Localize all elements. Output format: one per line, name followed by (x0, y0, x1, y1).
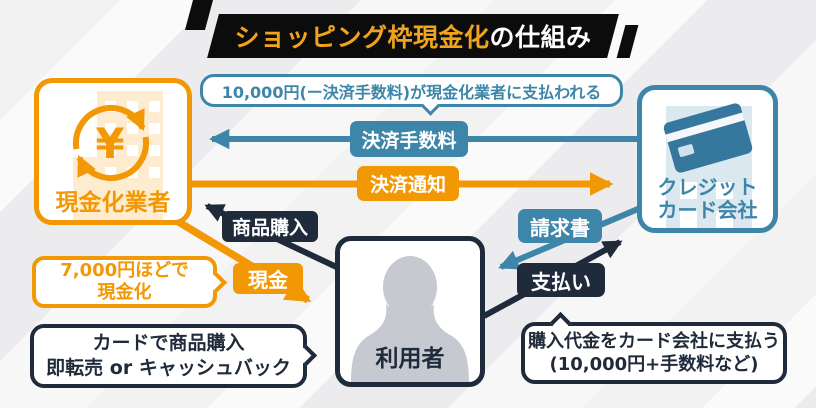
page-title: ショッピング枠現金化の仕組み (213, 14, 613, 58)
cash-out-callout: 7,000円ほどで 現金化 (32, 256, 228, 308)
cash-business-label: 現金化業者 (55, 190, 171, 216)
product-purchase-chip: 商品購入 (222, 211, 318, 242)
page-title-highlight: ショッピング枠現金化 (234, 23, 490, 52)
cash-chip: 現金 (233, 263, 303, 294)
node-user: 利用者 (335, 236, 485, 387)
invoice-chip: 請求書 (518, 209, 602, 243)
card-company-label: クレジット カード会社 (657, 175, 758, 222)
yen-cycle-building-icon: ¥ (73, 91, 163, 220)
node-card-company: クレジット カード会社 (637, 85, 778, 233)
page-title-rest: の仕組み (489, 23, 592, 52)
yen-symbol: ¥ (95, 119, 124, 168)
top-callout: 10,000円(ー決済手数料)が現金化業者に支払われる (200, 74, 623, 116)
payment-chip: 支払い (517, 263, 605, 297)
purchase-note-callout: カードで商品購入 即転売 or キャッシュバック (30, 324, 318, 388)
payment-note-callout: 購入代金をカード会社に支払う (10,000円+手数料など) (521, 311, 787, 384)
credit-card-building-icon (663, 103, 753, 228)
person-silhouette-icon (351, 256, 469, 382)
node-cash-business: ¥ 現金化業者 (34, 78, 192, 225)
settlement-notice-chip: 決済通知 (357, 166, 459, 201)
user-label: 利用者 (375, 346, 445, 372)
settlement-fee-chip: 決済手数料 (350, 121, 468, 157)
